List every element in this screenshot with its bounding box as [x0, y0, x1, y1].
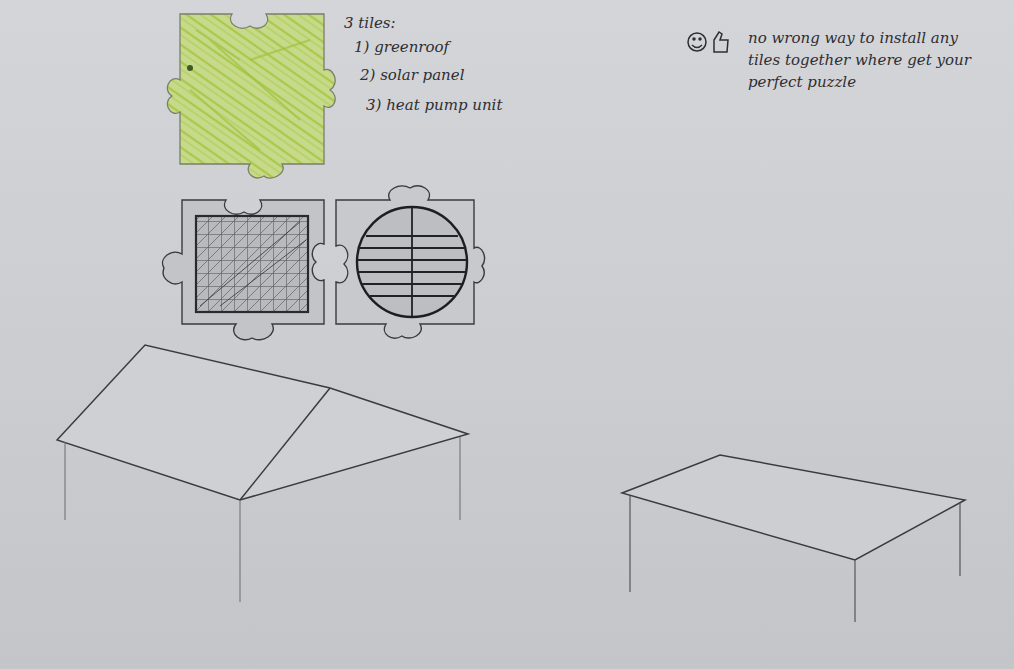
- greenroof-tile: [167, 14, 335, 178]
- tile-list-item: 3) heat pump unit: [366, 96, 502, 114]
- flat-roof-building: [622, 455, 965, 622]
- tile-list-item: 1) greenroof: [354, 38, 449, 56]
- tile-list-item: 3 tiles:: [344, 14, 396, 32]
- solar-panel-tile: [163, 200, 324, 340]
- tile-list-item: 2) solar panel: [360, 66, 464, 84]
- gable-roof-house: [57, 345, 468, 602]
- handwritten-note: no wrong way to install any tiles togeth…: [748, 28, 988, 93]
- smiley-thumbs-icons: [688, 32, 728, 52]
- heat-pump-tile: [336, 186, 484, 338]
